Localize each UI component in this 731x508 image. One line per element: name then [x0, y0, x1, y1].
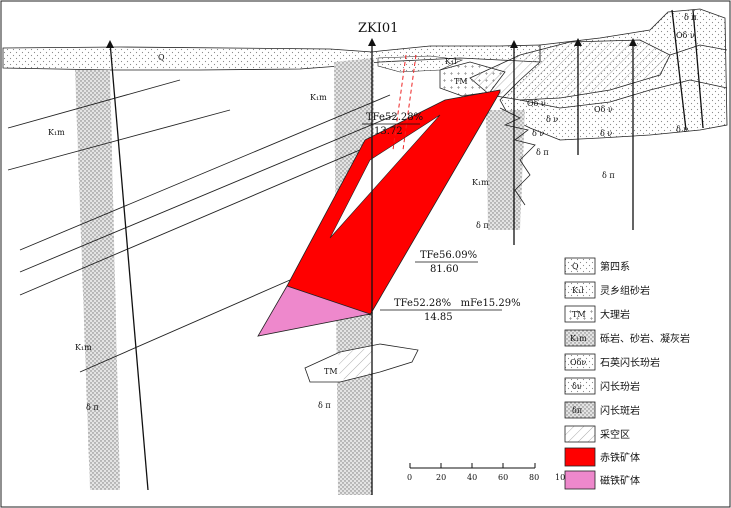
dike-zone-left: [75, 70, 120, 490]
legend-code-diorite-porphyrite: δν: [572, 382, 582, 391]
label-k1m-lower: K₁m: [75, 343, 92, 352]
label-k1l: K₁l: [445, 57, 457, 66]
legend-swatch-magnetite: [564, 470, 596, 490]
legend-label-magnetite: 磁铁矿体: [600, 474, 640, 487]
scale-tick-20: 20: [436, 473, 446, 482]
legend: Q 第四系 K₁l 灵乡组砂岩 TM 大理岩 K₁m 砾岩、砂岩、凝灰岩 Oδν…: [564, 257, 690, 490]
contact-line-upper-right-2: [669, 44, 728, 56]
legend-swatch-diorite-porphyry: [564, 401, 596, 419]
label-dv-3: δ ν: [600, 129, 612, 138]
ore-middle-grade: TFe56.09%: [420, 250, 477, 261]
ore-lower-grade: TFe52.28% mFe15.29%: [394, 298, 521, 309]
mined-out-zone-lower: [338, 348, 372, 380]
legend-label-diorite-porphyrite: 闪长玢岩: [600, 380, 640, 393]
label-dpi-4: δ π: [476, 221, 489, 230]
borehole-arrowheads: [106, 38, 637, 48]
label-k1m-left: K₁m: [48, 128, 65, 137]
legend-label-k1l: 灵乡组砂岩: [600, 284, 650, 297]
label-dv-2: δ ν: [532, 129, 544, 138]
label-dv-4: δ ν: [676, 125, 688, 134]
ore-lower-thickness: 14.85: [424, 312, 453, 323]
legend-label-quartz-diorite: 石英闪长玢岩: [600, 356, 660, 369]
ore-internal-lens: [329, 114, 441, 239]
ore-upper-grade: TFe52.28%: [366, 112, 423, 123]
contact-line-upper-right: [519, 79, 728, 109]
label-dpi-3: δ π: [602, 171, 615, 180]
label-dpi-5: δ π: [86, 403, 99, 412]
legend-label-diorite-porphyry: 闪长斑岩: [600, 404, 640, 417]
legend-code-marble: TM: [572, 310, 586, 319]
ore-middle-thickness: 81.60: [430, 264, 459, 275]
label-dv-1: δ ν: [546, 115, 558, 124]
scale-tick-80: 80: [529, 473, 539, 482]
legend-swatch-diorite-porphyrite: [564, 377, 596, 395]
legend-code-quaternary: Q: [572, 262, 579, 271]
scale-tick-0: 0: [407, 473, 412, 482]
label-q-cover: Q: [158, 53, 165, 62]
legend-code-k1m: K₁m: [570, 334, 587, 343]
label-zk-borehole: ZKI01: [358, 21, 398, 36]
label-dpi-1: δ π: [684, 13, 697, 22]
legend-label-k1m: 砾岩、砂岩、凝灰岩: [600, 332, 690, 345]
label-k1m-right: K₁m: [472, 178, 489, 187]
label-tm-upper: TM: [454, 77, 468, 86]
old-workings-dashed: [392, 54, 417, 151]
label-odv-2: Oδ ν: [527, 99, 546, 108]
mined-out-zone-upper: [469, 39, 671, 101]
label-odv-3: Oδ ν: [594, 105, 613, 114]
legend-label-hematite: 赤铁矿体: [600, 451, 640, 464]
boreholes: [109, 9, 704, 495]
magnetite-ore-body: [257, 285, 372, 337]
legend-swatch-k1l: [564, 281, 596, 299]
legend-code-diorite-porphyry: δπ: [572, 406, 582, 415]
legend-swatch-hematite: [564, 447, 596, 467]
label-k1m-center: K₁m: [310, 93, 327, 102]
bedding-lines: [7, 79, 396, 373]
legend-swatch-quaternary: [564, 257, 596, 275]
jagged-contact: [499, 107, 536, 206]
legend-swatch-mined-out: [564, 425, 596, 443]
legend-swatch-k1m: [564, 329, 596, 347]
legend-label-mined-out: 采空区: [600, 428, 630, 441]
label-dpi-6: δ π: [318, 401, 331, 410]
scale-bar: 0 20 40 60 80 100m: [407, 463, 578, 482]
ore-upper-thickness: 13.72: [374, 126, 403, 137]
legend-label-quaternary: 第四系: [600, 260, 630, 273]
legend-swatch-quartz-diorite: [564, 353, 596, 371]
label-tm-lower: TM: [324, 367, 338, 376]
legend-swatch-marble: [564, 305, 596, 323]
label-dpi-2: δ π: [536, 148, 549, 157]
k1l-lens: [377, 55, 464, 73]
scale-tick-60: 60: [498, 473, 508, 482]
label-odv-1: Oδ ν: [676, 31, 695, 40]
legend-code-quartz-diorite: Oδν: [570, 358, 586, 367]
scale-tick-40: 40: [467, 473, 477, 482]
legend-code-k1l: K₁l: [572, 286, 584, 295]
legend-label-marble: 大理岩: [600, 308, 630, 321]
